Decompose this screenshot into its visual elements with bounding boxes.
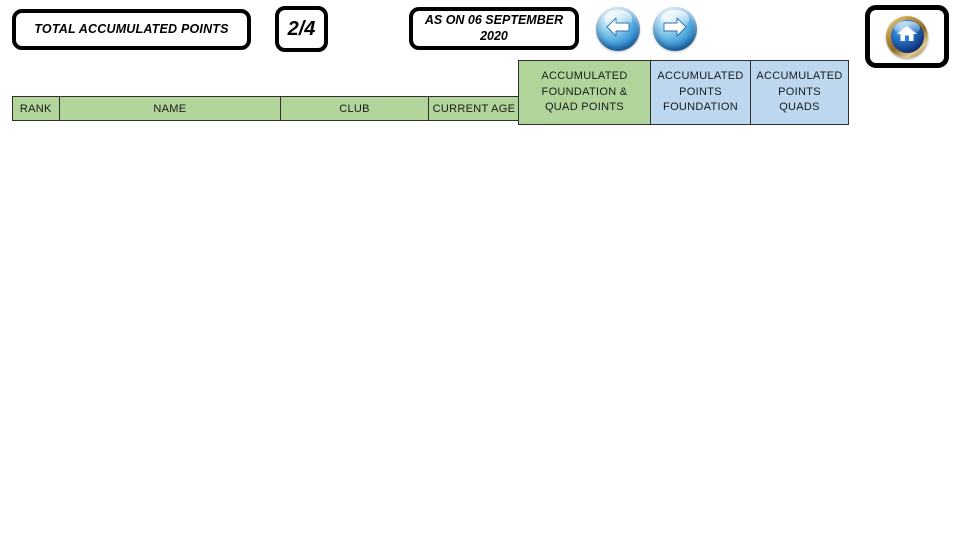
- header-line-1: ACCUMULATED: [657, 70, 744, 83]
- as-on-date-line-2: 2020: [480, 28, 508, 43]
- results-table: RANK NAME CLUB CURRENT AGE ACCUMULATED F…: [12, 60, 849, 125]
- report-title-text: TOTAL ACCUMULATED POINTS: [34, 21, 229, 36]
- home-badge-inner: [890, 20, 924, 53]
- column-header-accumulated-points-foundation[interactable]: ACCUMULATED POINTS FOUNDATION: [650, 60, 751, 125]
- column-header-accumulated-points-quads[interactable]: ACCUMULATED POINTS QUADS: [750, 60, 849, 125]
- home-icon: [896, 24, 918, 49]
- header-line-3: QUADS: [779, 101, 820, 114]
- header-line-2: POINTS: [679, 85, 722, 98]
- header-line-3: FOUNDATION: [663, 101, 738, 114]
- report-title-box: TOTAL ACCUMULATED POINTS: [12, 9, 251, 50]
- table-header-row: RANK NAME CLUB CURRENT AGE: [12, 96, 521, 121]
- previous-page-button[interactable]: [596, 7, 640, 51]
- arrow-right-icon: [662, 15, 688, 44]
- column-header-accumulated-foundation-quad-points[interactable]: ACCUMULATED FOUNDATION & QUAD POINTS: [518, 60, 651, 125]
- table-header-group-row: ACCUMULATED FOUNDATION & QUAD POINTS ACC…: [518, 60, 849, 125]
- header-line-1: ACCUMULATED: [541, 70, 628, 83]
- column-header-current-age[interactable]: CURRENT AGE: [427, 96, 521, 121]
- table-header-left: RANK NAME CLUB CURRENT AGE: [12, 96, 521, 121]
- header-line-1: ACCUMULATED: [756, 70, 843, 83]
- page-counter-box: 2/4: [275, 6, 328, 52]
- column-header-name[interactable]: NAME: [58, 96, 282, 121]
- home-button[interactable]: [865, 5, 949, 68]
- arrow-left-icon: [605, 15, 631, 44]
- header-line-2: FOUNDATION &: [541, 85, 628, 98]
- header-line-3: QUAD POINTS: [544, 101, 625, 114]
- home-badge: [886, 15, 928, 58]
- column-header-rank[interactable]: RANK: [12, 96, 60, 121]
- as-on-date-line-1: AS ON 06 SEPTEMBER: [424, 13, 564, 28]
- as-on-date-box: AS ON 06 SEPTEMBER 2020: [409, 7, 579, 50]
- table-header-right: ACCUMULATED FOUNDATION & QUAD POINTS ACC…: [518, 60, 849, 125]
- page-counter-text: 2/4: [287, 17, 316, 40]
- as-on-date-text: AS ON 06 SEPTEMBER 2020: [425, 13, 563, 44]
- next-page-button[interactable]: [653, 7, 697, 51]
- header-line-2: POINTS: [778, 85, 821, 98]
- column-header-club[interactable]: CLUB: [280, 96, 429, 121]
